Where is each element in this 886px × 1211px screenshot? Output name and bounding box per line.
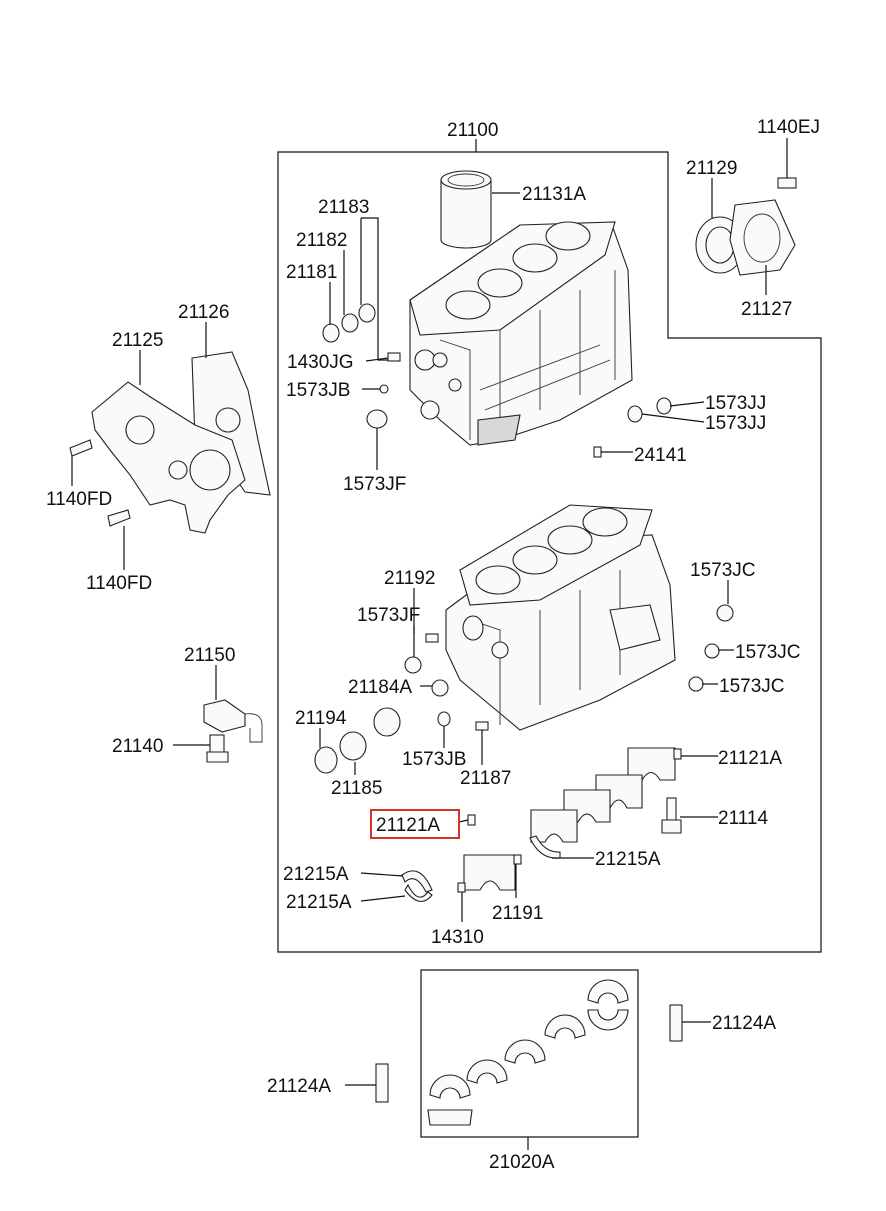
label-21181[interactable]: 21181 <box>286 262 337 283</box>
thrust-piece-right <box>669 1004 683 1042</box>
bearing-set-frame <box>420 969 639 1138</box>
label-21121a-right[interactable]: 21121A <box>718 748 782 769</box>
main-assembly-frame <box>277 151 822 953</box>
label-1573jj-2[interactable]: 1573JJ <box>705 413 766 434</box>
label-21140[interactable]: 21140 <box>112 736 163 757</box>
label-21183[interactable]: 21183 <box>318 197 369 218</box>
label-21127[interactable]: 21127 <box>741 299 792 320</box>
label-21100[interactable]: 21100 <box>447 120 498 141</box>
main-bearing-caps <box>457 747 682 893</box>
cup-plugs <box>322 303 672 458</box>
label-1140fd-2[interactable]: 1140FD <box>86 573 152 594</box>
cap-bolt <box>661 797 682 834</box>
label-1573jf-top[interactable]: 1573JF <box>343 474 406 495</box>
label-21121a-highlighted[interactable]: 21121A <box>376 815 440 836</box>
label-21192[interactable]: 21192 <box>384 568 435 589</box>
lower-block-small-parts <box>314 604 734 774</box>
label-1573jb-mid[interactable]: 1573JB <box>402 749 466 770</box>
label-1573jb-top[interactable]: 1573JB <box>286 380 350 401</box>
label-21125[interactable]: 21125 <box>112 330 163 351</box>
label-1430jg[interactable]: 1430JG <box>287 352 354 373</box>
oil-jet-assembly <box>203 699 263 763</box>
label-21150[interactable]: 21150 <box>184 645 235 666</box>
thrust-washers <box>401 835 561 902</box>
label-21129[interactable]: 21129 <box>686 158 737 179</box>
label-21131a[interactable]: 21131A <box>522 184 586 205</box>
label-21185[interactable]: 21185 <box>331 778 382 799</box>
label-24141[interactable]: 24141 <box>634 445 687 466</box>
label-21114[interactable]: 21114 <box>718 808 768 829</box>
rear-seal-plate <box>695 177 797 276</box>
label-21124a-right[interactable]: 21124A <box>712 1013 776 1034</box>
label-21215a-right[interactable]: 21215A <box>595 849 661 870</box>
label-1573jf-mid[interactable]: 1573JF <box>357 605 420 626</box>
label-21215a-1[interactable]: 21215A <box>283 864 349 885</box>
leader-lines <box>71 138 788 1086</box>
label-21191[interactable]: 21191 <box>492 903 543 924</box>
label-21187[interactable]: 21187 <box>460 768 511 789</box>
label-21020a[interactable]: 21020A <box>489 1152 555 1173</box>
label-21126[interactable]: 21126 <box>178 302 229 323</box>
label-1140ej[interactable]: 1140EJ <box>757 117 820 138</box>
thrust-piece-left <box>375 1063 389 1103</box>
label-1573jc-3[interactable]: 1573JC <box>719 676 785 697</box>
label-21194[interactable]: 21194 <box>295 708 347 729</box>
front-covers <box>69 351 271 534</box>
cylinder-liner <box>440 170 492 249</box>
label-21215a-2[interactable]: 21215A <box>286 892 352 913</box>
label-1140fd-1[interactable]: 1140FD <box>46 489 112 510</box>
upper-engine-block <box>409 221 633 446</box>
highlight-box-21121a <box>370 809 460 839</box>
label-21184a[interactable]: 21184A <box>348 677 412 698</box>
label-1573jj-1[interactable]: 1573JJ <box>705 393 766 414</box>
label-21182[interactable]: 21182 <box>296 230 347 251</box>
lower-engine-block <box>445 504 676 731</box>
main-bearing-shells <box>427 979 629 1126</box>
label-1573jc-1[interactable]: 1573JC <box>690 560 756 581</box>
label-14310[interactable]: 14310 <box>431 927 484 948</box>
label-1573jc-2[interactable]: 1573JC <box>735 642 801 663</box>
label-21124a-left[interactable]: 21124A <box>267 1076 331 1097</box>
